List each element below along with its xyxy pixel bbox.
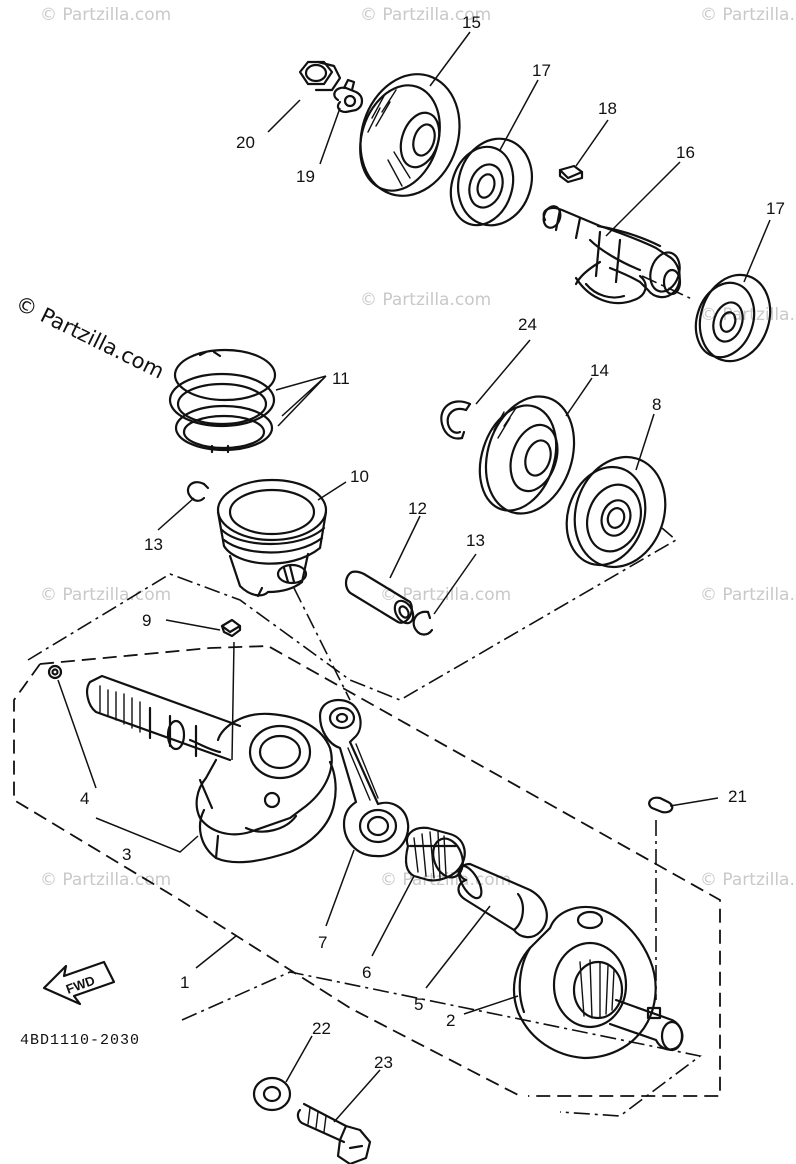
callout-8: 8 [652,395,661,414]
nut-20 [298,60,342,92]
callout-3: 3 [122,845,131,864]
callout-17-lower: 17 [766,199,785,218]
callout-4: 4 [80,789,89,808]
watermark: © Partzilla.com [40,585,171,605]
bearing-17-upper [449,137,533,227]
needle-bearing-6 [404,826,466,882]
callout-17-upper: 17 [532,61,551,80]
callout-5: 5 [414,995,423,1014]
callout-12: 12 [408,499,427,518]
washer-22 [252,1076,292,1112]
callout-19: 19 [296,167,315,186]
woodruff-key-21 [648,796,674,814]
watermark: © Partzilla.com [380,585,511,605]
callout-24: 24 [518,315,537,334]
watermark: © Partzilla.com [40,870,171,890]
key-18 [558,164,584,184]
callout-16: 16 [676,143,695,162]
watermark: © Partzilla.com [700,5,796,25]
assembly-outlines [13,275,721,1117]
callout-7: 7 [318,933,327,952]
callout-2: 2 [446,1011,455,1030]
watermark: © Partzilla.com [40,5,171,25]
piston-rings-11 [168,348,277,454]
callout-10: 10 [350,467,369,486]
circlip-13-left [186,481,210,502]
lock-washer-19 [333,78,364,114]
watermark: © Partzilla.com [700,585,796,605]
callout-9: 9 [142,611,151,630]
balancer-shaft-16 [542,205,682,305]
callout-6: 6 [362,963,371,982]
watermark: © Partzilla.com [700,870,796,890]
callout-13-right: 13 [466,531,485,550]
gear-bearing-14 [478,395,576,515]
watermark: © Partzilla.com [360,5,491,25]
crankshaft-left-3 [47,664,337,864]
watermark: © Partzilla.com [360,290,491,310]
callout-labels: 15 17 18 16 17 20 19 11 24 14 8 10 12 13… [80,13,785,1072]
callout-23: 23 [374,1053,393,1072]
callout-20: 20 [236,133,255,152]
callout-18: 18 [598,99,617,118]
circlip-13-right [412,610,434,636]
gear-15 [359,73,461,197]
piston-pin-12 [344,570,415,625]
watermark-dark: © Partzilla.com [12,291,168,384]
bearing-17-lower [694,273,772,363]
watermark: © Partzilla.com [700,305,796,325]
callout-14: 14 [590,361,609,380]
callout-21: 21 [728,787,747,806]
callout-11: 11 [332,369,350,388]
circlip-24 [440,400,472,440]
diagram-code: 4BD1110-2030 [20,1032,140,1049]
piston-10 [216,478,328,598]
callout-22: 22 [312,1019,331,1038]
callout-15: 15 [462,13,481,32]
fwd-arrow-icon: FWD [42,960,116,1006]
callout-13-left: 13 [144,535,163,554]
bearing-8 [565,455,667,569]
callout-1: 1 [180,973,189,992]
crank-pin-5 [457,862,548,939]
key-9 [220,618,242,638]
bolt-23 [296,1102,372,1164]
leader-lines [57,31,771,1123]
watermark-layer: © Partzilla.com © Partzilla.com © Partzi… [12,5,796,890]
connecting-rod-7 [318,698,410,858]
crankshaft-right-2 [512,905,684,1060]
